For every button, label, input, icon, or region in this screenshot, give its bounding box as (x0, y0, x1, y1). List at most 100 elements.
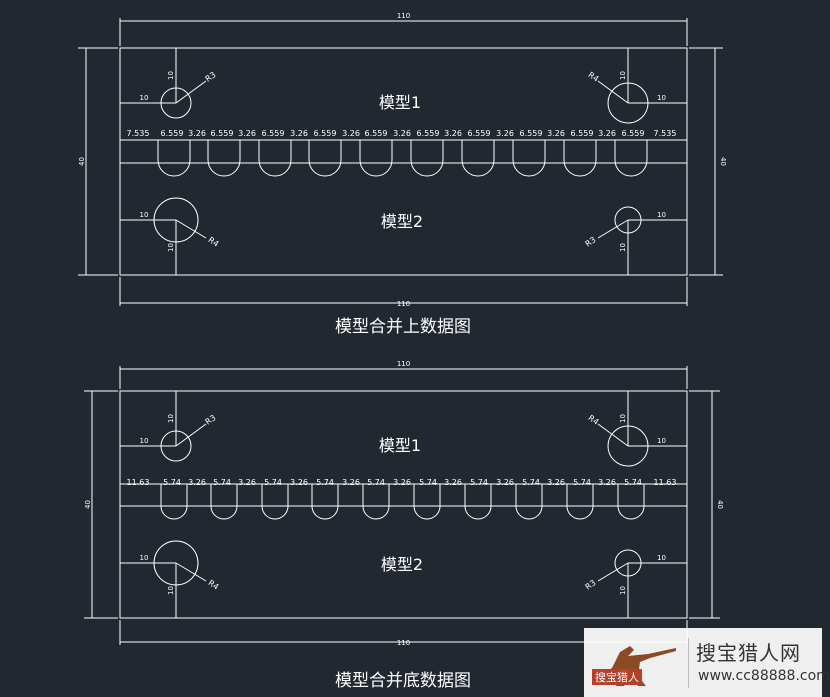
strip-dim-label: 3.26 (547, 129, 565, 138)
strip-dim-label: 3.26 (188, 478, 206, 487)
strip-dim-label: 5.74 (470, 478, 488, 487)
dim-vertical-10: 10 (167, 414, 175, 423)
radius-label: R4 (206, 235, 220, 248)
strip-dim-label: 6.559 (417, 129, 440, 138)
hole-6 (413, 484, 441, 520)
dim-horizontal-10: 10 (657, 94, 666, 102)
hole-4 (308, 140, 342, 177)
hole-9 (563, 140, 597, 177)
outline-rect (119, 390, 688, 619)
hole-7 (461, 140, 495, 177)
dim-right-40: 40 (719, 157, 727, 166)
strip-dim-label: 6.559 (622, 129, 645, 138)
strip-dim-label: 3.26 (393, 478, 411, 487)
strip-dim-label: 11.63 (654, 478, 677, 487)
dim-horizontal-10: 10 (657, 211, 666, 219)
strip-dim-label: 3.26 (238, 129, 256, 138)
radius-label: R3 (584, 578, 598, 591)
dim-horizontal-10: 10 (657, 554, 666, 562)
strip-dim-label: 3.26 (393, 129, 411, 138)
hole-2 (210, 484, 238, 520)
strip-dim-label: 3.26 (496, 129, 514, 138)
dim-left-40: 40 (84, 500, 92, 509)
dim-top-110: 110 (397, 12, 410, 20)
model-1-label: 模型1 (379, 436, 421, 455)
hole-10 (614, 140, 648, 177)
dim-vertical-10: 10 (619, 586, 627, 595)
strip-dim-label: 11.63 (127, 478, 150, 487)
outline-rect (119, 47, 688, 276)
dim-left-40: 40 (78, 157, 86, 166)
strip-dim-label: 5.74 (213, 478, 231, 487)
strip-dim-label: 6.559 (365, 129, 388, 138)
model-1-label: 模型1 (379, 93, 421, 112)
hole-5 (359, 140, 393, 177)
dim-bottom-110: 110 (397, 300, 410, 308)
strip-dim-label: 6.559 (211, 129, 234, 138)
radius-leader (175, 423, 207, 447)
radius-label: R4 (206, 578, 220, 591)
drawing-caption: 模型合并底数据图 (335, 671, 471, 691)
hunter-logo-icon (600, 646, 676, 686)
hole-6 (410, 140, 444, 177)
dim-vertical-10: 10 (167, 243, 175, 252)
hole-5 (362, 484, 390, 520)
dim-right-40: 40 (716, 500, 724, 509)
dim-bottom-110: 110 (397, 639, 410, 647)
strip-dim-label: 5.74 (264, 478, 282, 487)
dim-horizontal-10: 10 (140, 437, 149, 445)
strip-dim-label: 5.74 (419, 478, 437, 487)
dim-horizontal-10: 10 (140, 554, 149, 562)
strip-dim-label: 5.74 (522, 478, 540, 487)
strip-dim-label: 5.74 (573, 478, 591, 487)
hole-2 (207, 140, 241, 177)
strip-dim-label: 3.26 (238, 478, 256, 487)
strip-dim-label: 3.26 (444, 129, 462, 138)
strip-dim-label: 3.26 (598, 478, 616, 487)
dim-vertical-10: 10 (167, 586, 175, 595)
watermark: 搜宝猎人 搜宝猎人网 www.cc88888.com (584, 628, 830, 697)
dim-vertical-10: 10 (619, 71, 627, 80)
dim-horizontal-10: 10 (657, 437, 666, 445)
strip-dim-label: 3.26 (547, 478, 565, 487)
strip-dim-label: 6.559 (520, 129, 543, 138)
model-2-label: 模型2 (381, 555, 423, 574)
strip-dim-label: 5.74 (316, 478, 334, 487)
strip-dim-label: 3.26 (598, 129, 616, 138)
hole-7 (464, 484, 492, 520)
hole-10 (617, 484, 645, 520)
watermark-url: www.cc88888.com (698, 668, 830, 684)
strip-dim-label: 3.26 (444, 478, 462, 487)
strip-dim-label: 3.26 (342, 129, 360, 138)
strip-dim-label: 5.74 (367, 478, 385, 487)
hole-8 (512, 140, 546, 177)
watermark-site-name: 搜宝猎人网 (696, 641, 801, 665)
strip-dim-label: 3.26 (342, 478, 360, 487)
dim-vertical-10: 10 (167, 71, 175, 80)
dim-horizontal-10: 10 (140, 94, 149, 102)
strip-dim-label: 5.74 (624, 478, 642, 487)
radius-leader (597, 80, 629, 104)
radius-leader (175, 562, 207, 582)
strip-dim-label: 6.559 (468, 129, 491, 138)
hole-3 (261, 484, 289, 520)
strip-dim-label: 6.559 (571, 129, 594, 138)
drawing-2: 11.63 5.74 3.26 5.74 3.26 5.74 3.26 5.74 3.26 5.7… (84, 360, 724, 691)
strip-dim-label: 3.26 (188, 129, 206, 138)
hole-8 (515, 484, 543, 520)
radius-leader (175, 80, 207, 104)
dim-vertical-10: 10 (619, 243, 627, 252)
hole-1 (160, 484, 188, 520)
strip-dim-label: 6.559 (262, 129, 285, 138)
dim-vertical-10: 10 (619, 414, 627, 423)
